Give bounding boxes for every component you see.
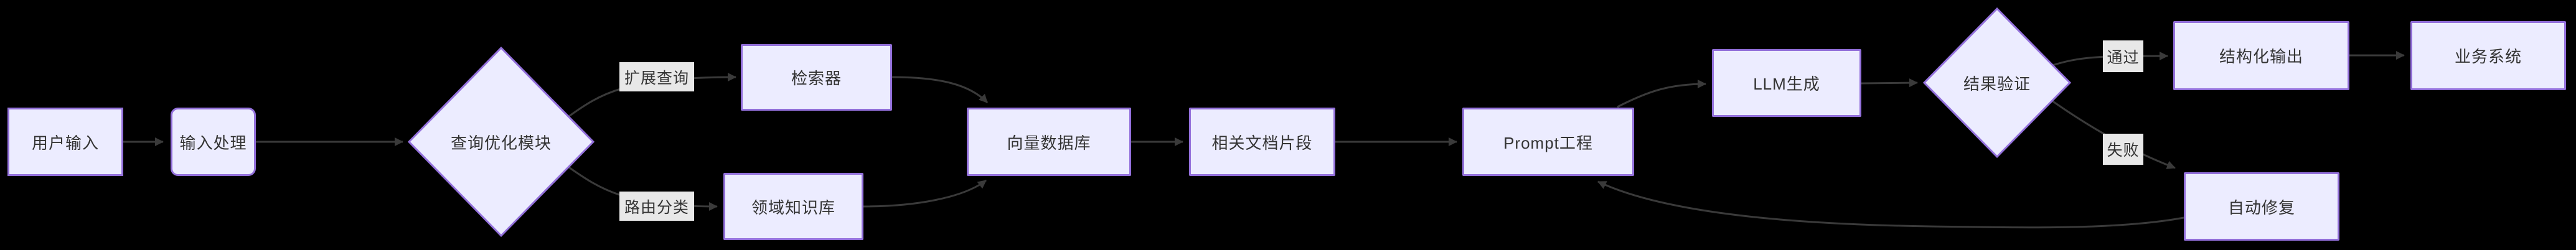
- node-result-validation: 结果验证: [1963, 74, 2031, 93]
- edge-label-fail: 失败: [2103, 134, 2143, 165]
- node-vector-db: 向量数据库: [967, 108, 1131, 176]
- edge-label-pass: 通过: [2103, 40, 2143, 72]
- node-structured-output: 结构化输出: [2173, 21, 2349, 90]
- edge-label-expand-query: 扩展查询: [619, 62, 694, 91]
- node-business-system: 业务系统: [2410, 21, 2566, 90]
- node-domain-knowledge-base: 领域知识库: [723, 173, 863, 240]
- edge-label-route-classification: 路由分类: [619, 192, 694, 221]
- node-doc-fragments: 相关文档片段: [1189, 108, 1335, 176]
- edge-retriever-to-vector-db: [891, 76, 989, 104]
- node-llm-generation: LLM生成: [1712, 49, 1861, 117]
- edge-result-validation-to-structured-output: [2050, 52, 2168, 67]
- node-auto-repair: 自动修复: [2184, 172, 2339, 241]
- edge-auto-repair-to-prompt-engineering: [1597, 180, 2184, 229]
- node-query-optimization: 查询优化模块: [450, 133, 552, 152]
- node-retriever: 检索器: [741, 44, 892, 111]
- decision-result-validation-shape: [1922, 7, 2072, 159]
- edge-domain-kb-to-vector-db: [863, 179, 987, 208]
- edge-prompt-engineering-to-llm-generation: [1617, 80, 1706, 108]
- node-prompt-engineering: Prompt工程: [1462, 108, 1634, 176]
- node-input-processing: 输入处理: [171, 108, 256, 176]
- decision-query-optimization-shape: [407, 46, 595, 238]
- node-user-input: 用户输入: [7, 108, 123, 176]
